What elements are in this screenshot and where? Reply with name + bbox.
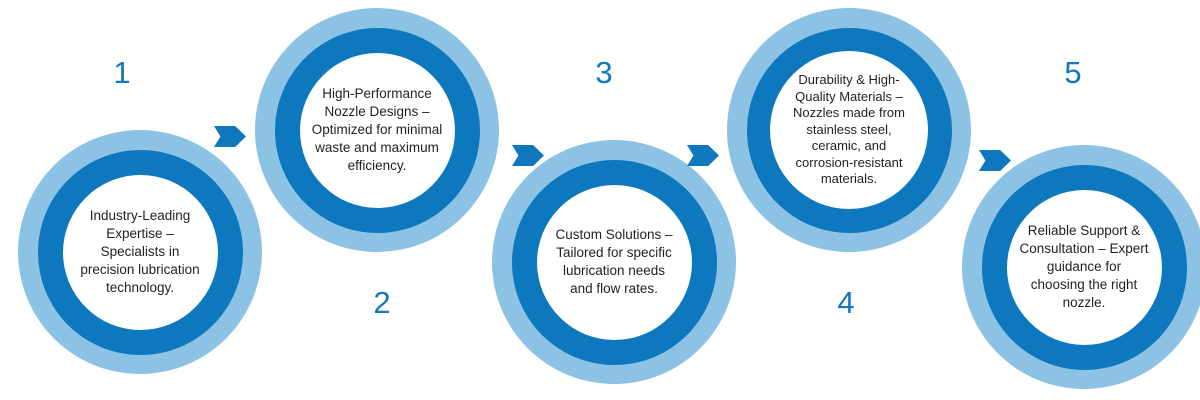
step-label-5: Reliable Support & Consultation – Expert…	[1019, 223, 1149, 310]
arrow-3-to-4-icon	[687, 145, 719, 166]
step-label-2: High-Performance Nozzle Designs – Optimi…	[311, 86, 443, 173]
arrow-4-to-5-icon	[979, 150, 1011, 171]
step-node-4[interactable]: Durability & High- Quality Materials – N…	[727, 8, 971, 252]
step-core-5: Reliable Support & Consultation – Expert…	[1006, 189, 1162, 345]
step-node-5[interactable]: Reliable Support & Consultation – Expert…	[962, 145, 1200, 389]
step-label-4: Durability & High- Quality Materials – N…	[793, 72, 905, 187]
step-node-2[interactable]: High-Performance Nozzle Designs – Optimi…	[255, 8, 499, 252]
step-number-4: 4	[837, 285, 855, 320]
step-ring-inner-3: Custom Solutions – Tailored for specific…	[511, 159, 717, 365]
step-number-2: 2	[373, 285, 391, 320]
step-number-3: 3	[595, 55, 613, 90]
arrow-1-to-2-icon	[214, 126, 246, 147]
arrow-2-to-3-icon	[512, 145, 544, 166]
step-number-1: 1	[113, 55, 131, 90]
step-node-3[interactable]: Custom Solutions – Tailored for specific…	[492, 140, 736, 384]
step-node-1[interactable]: Industry-Leading Expertise – Specialists…	[18, 130, 262, 374]
step-ring-inner-2: High-Performance Nozzle Designs – Optimi…	[274, 27, 480, 233]
step-ring-inner-1: Industry-Leading Expertise – Specialists…	[37, 149, 243, 355]
step-core-1: Industry-Leading Expertise – Specialists…	[62, 174, 218, 330]
step-label-3: Custom Solutions – Tailored for specific…	[555, 227, 673, 296]
step-core-3: Custom Solutions – Tailored for specific…	[536, 184, 692, 340]
step-core-4: Durability & High- Quality Materials – N…	[770, 51, 928, 209]
step-label-1: Industry-Leading Expertise – Specialists…	[80, 208, 200, 295]
step-ring-inner-5: Reliable Support & Consultation – Expert…	[981, 164, 1187, 370]
step-core-2: High-Performance Nozzle Designs – Optimi…	[299, 52, 455, 208]
step-ring-inner-4: Durability & High- Quality Materials – N…	[746, 27, 952, 233]
step-number-5: 5	[1064, 55, 1082, 90]
